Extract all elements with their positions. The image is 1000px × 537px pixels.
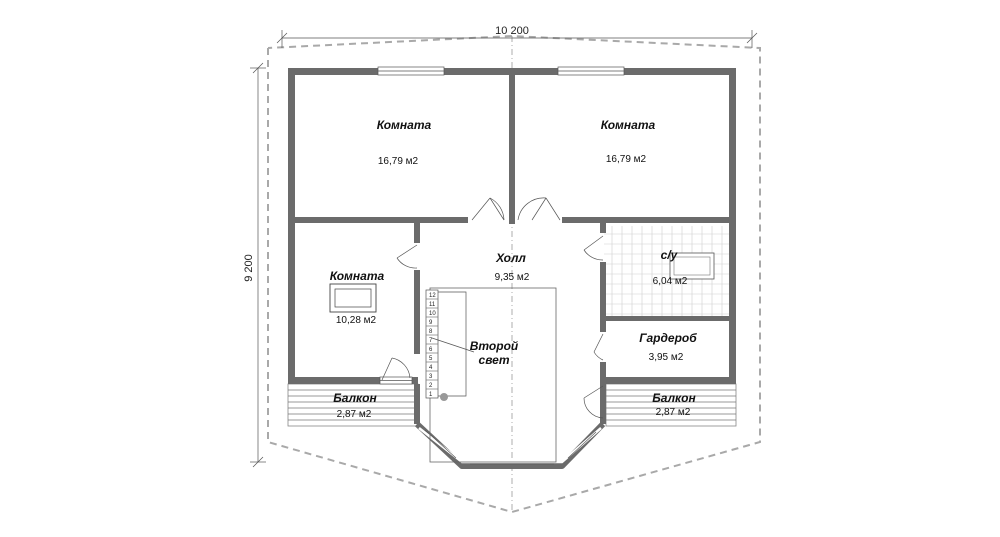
room1-area: 16,79 м2 bbox=[378, 156, 419, 167]
stair-step-11: 11 bbox=[429, 302, 436, 308]
stair-step-2: 2 bbox=[429, 383, 433, 389]
walls bbox=[288, 68, 736, 424]
stair-step-8: 8 bbox=[429, 329, 433, 335]
balcony-left-area: 2,87 м2 bbox=[337, 409, 372, 420]
room3-title: Комната bbox=[330, 269, 385, 283]
second-light-title-1: Второй bbox=[470, 339, 519, 353]
hall-area: 9,35 м2 bbox=[495, 272, 530, 283]
bath-area: 6,04 м2 bbox=[653, 276, 688, 287]
room3-area: 10,28 м2 bbox=[336, 315, 377, 326]
height-dimension-label: 9 200 bbox=[243, 254, 255, 282]
stair-step-4: 4 bbox=[429, 365, 433, 371]
width-dimension: 10 200 bbox=[276, 25, 758, 48]
wardrobe-title: Гардероб bbox=[639, 331, 697, 345]
roof-outline bbox=[267, 34, 761, 514]
stair-step-9: 9 bbox=[429, 320, 433, 326]
room1-title: Комната bbox=[377, 118, 432, 132]
hall-title: Холл bbox=[495, 251, 526, 265]
stair-step-7: 7 bbox=[429, 338, 433, 344]
second-light-void bbox=[429, 287, 557, 463]
balcony-right-title: Балкон bbox=[652, 391, 696, 405]
stair-step-3: 3 bbox=[429, 374, 433, 380]
doors bbox=[381, 197, 604, 419]
balcony-right-deck bbox=[605, 383, 737, 427]
stair-step-12: 12 bbox=[429, 293, 436, 299]
bathtub-icon bbox=[669, 252, 715, 280]
bath-title: с/у bbox=[661, 248, 679, 262]
wardrobe-area: 3,95 м2 bbox=[649, 352, 684, 363]
second-light-title-2: свет bbox=[479, 353, 510, 367]
width-dimension-label: 10 200 bbox=[495, 25, 529, 37]
staircase: 12 11 10 9 8 7 6 5 4 3 2 1 bbox=[425, 289, 475, 401]
furniture-icon bbox=[329, 283, 377, 313]
room2-area: 16,79 м2 bbox=[606, 154, 647, 165]
balcony-left-title: Балкон bbox=[333, 391, 377, 405]
windows bbox=[377, 66, 625, 385]
stair-step-5: 5 bbox=[429, 356, 433, 362]
stair-step-6: 6 bbox=[429, 347, 433, 353]
balcony-right-area: 2,87 м2 bbox=[656, 407, 691, 418]
balcony-left-deck bbox=[287, 383, 419, 427]
height-dimension: 9 200 bbox=[243, 62, 266, 468]
stair-step-1: 1 bbox=[429, 392, 433, 398]
room2-title: Комната bbox=[601, 118, 656, 132]
bay-window bbox=[414, 421, 606, 469]
stair-step-10: 10 bbox=[429, 311, 436, 317]
